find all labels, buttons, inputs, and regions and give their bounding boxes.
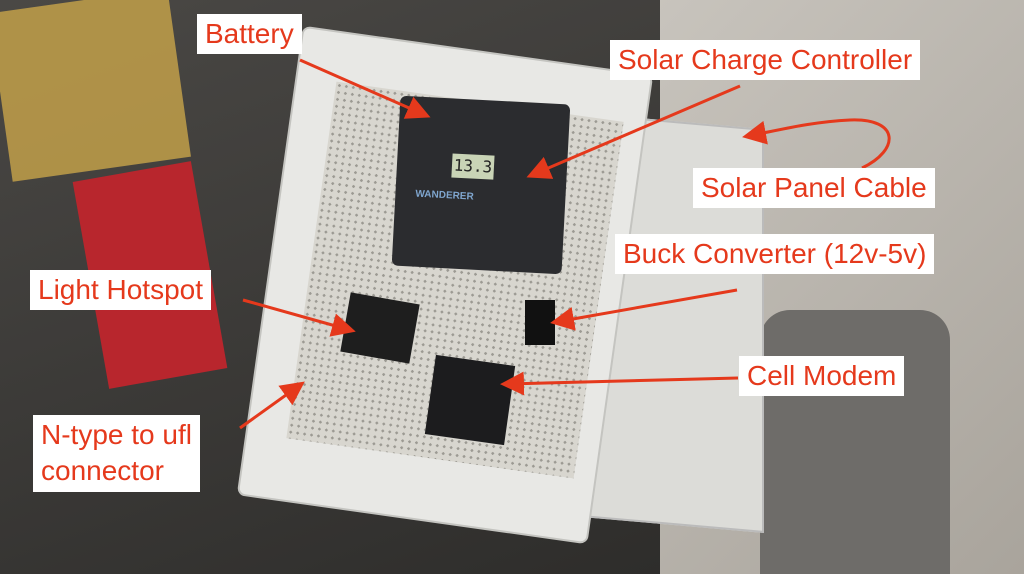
label-buck-converter: Buck Converter (12v-5v) [615, 234, 935, 275]
label-ntype-connector: N-type to ufl connector [33, 415, 200, 492]
label-battery: Battery [197, 14, 302, 55]
controller-arrow [526, 84, 741, 179]
label-solar-panel-cable: Solar Panel Cable [693, 168, 935, 209]
label-ntype-line1: N-type to ufl [41, 419, 192, 450]
hotspot-arrow [242, 298, 356, 337]
label-cell-modem: Cell Modem [739, 356, 905, 397]
modem-arrow [500, 371, 739, 396]
anvil [760, 310, 950, 574]
label-ntype-line2: connector [41, 455, 164, 487]
ntype-arrow [239, 381, 305, 430]
buck-arrow [550, 288, 738, 331]
label-light-hotspot: Light Hotspot [30, 270, 211, 311]
cable-arrow [742, 118, 891, 170]
label-solar-charge-controller: Solar Charge Controller [610, 40, 921, 81]
battery-arrow [299, 58, 431, 119]
buck-converter [525, 300, 555, 345]
